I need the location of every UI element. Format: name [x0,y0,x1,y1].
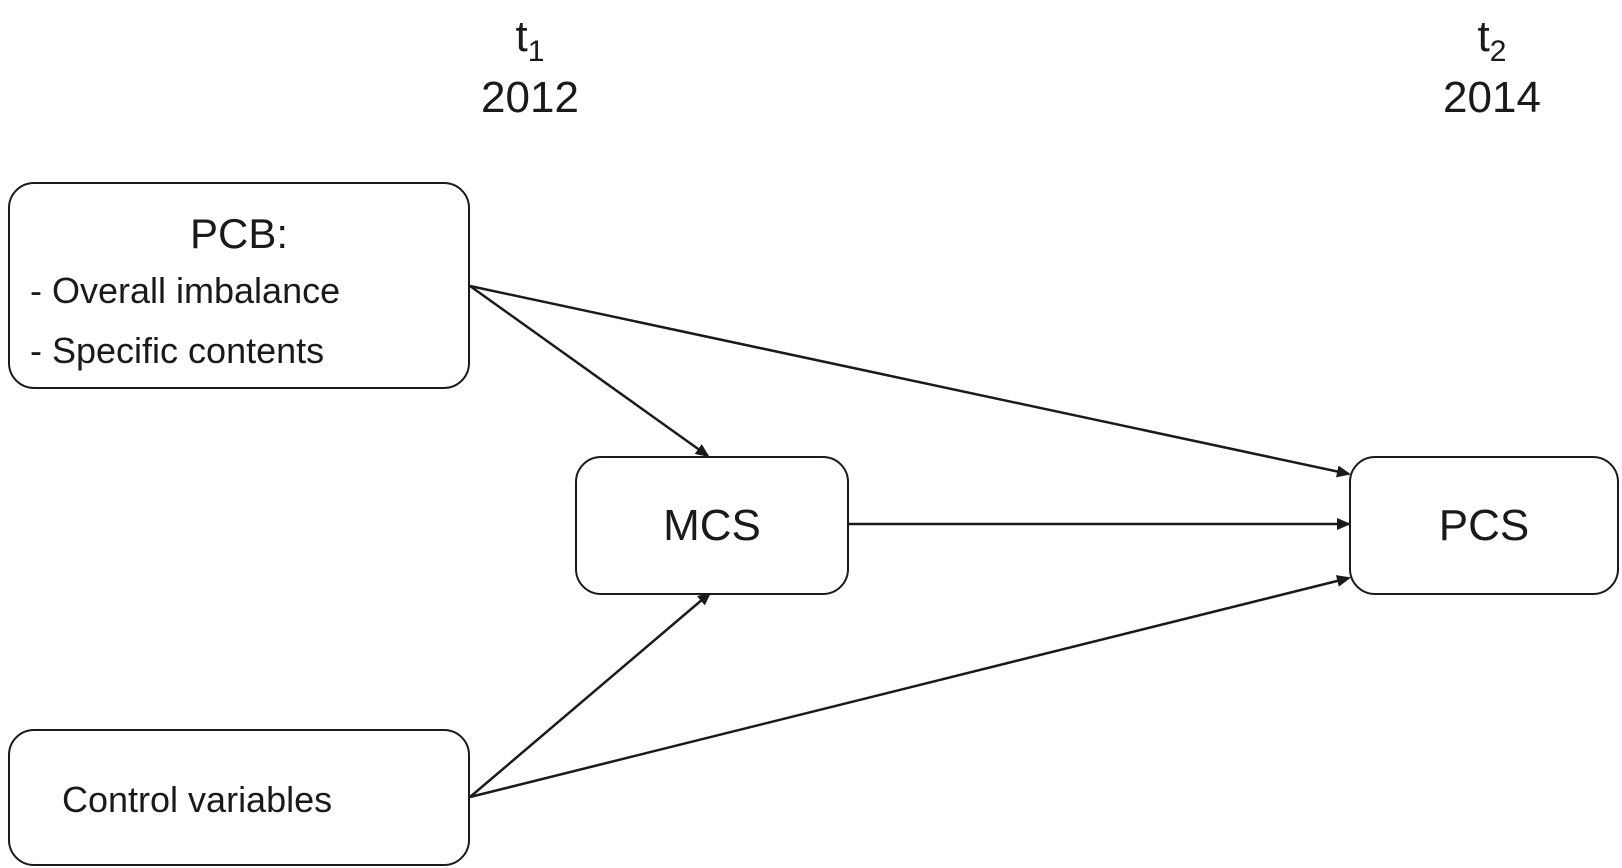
pcb-item-overall-imbalance: - Overall imbalance [30,270,341,311]
arrow-pcb-to-mcs [469,284,710,458]
control-variables-node: Control variables [8,729,470,866]
pcb-title: PCB: [189,210,289,257]
arrow-pcb-to-pcs [469,284,1351,478]
time-label-t2: t2 2014 [1402,14,1582,121]
pcs-label: PCS [1438,500,1530,550]
pcb-node: PCB: - Overall imbalance - Specific cont… [8,182,470,389]
arrow-control-to-pcs [469,575,1351,799]
arrow-control-to-mcs [469,591,712,798]
pcs-node: PCS [1349,456,1619,595]
year-2012: 2012 [481,73,579,122]
time-subscript-t1: 1 [527,35,545,68]
time-subscript-t2: 2 [1489,35,1507,68]
time-symbol-t2: t [1477,12,1490,61]
mcs-node: MCS [575,456,849,595]
year-2014: 2014 [1443,73,1541,122]
mcs-label: MCS [663,500,761,550]
control-variables-label: Control variables [62,779,333,820]
time-label-t1: t1 2012 [440,14,620,121]
time-symbol-t1: t [515,12,528,61]
pcb-item-specific-contents: - Specific contents [30,330,325,371]
